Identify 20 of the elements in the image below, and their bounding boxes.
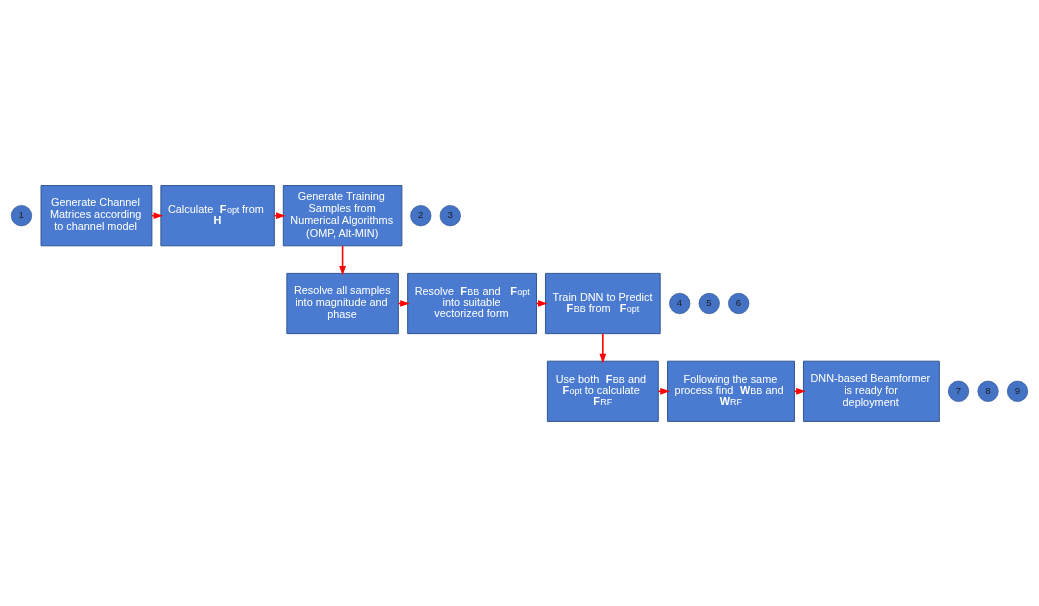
arrow: [599, 332, 607, 363]
node-box: Following the same process find WBB and WRF: [667, 360, 795, 422]
node-box: DNN-based Beamformer is ready for deployment: [802, 360, 940, 422]
node-circle: 7: [947, 380, 970, 402]
node-box: Resolve FBB and Fopt into suitable vectorized form: [407, 272, 537, 334]
node-circle: 8: [977, 380, 999, 402]
node-circle: 6: [728, 292, 750, 314]
arrow: [339, 244, 346, 276]
node-circle: 1: [10, 204, 33, 226]
node-box: Train DNN to Predict FBB from Fopt: [545, 272, 661, 334]
node-circle: 5: [698, 292, 720, 314]
node-circle: 2: [410, 204, 432, 226]
node-circle: 4: [669, 292, 691, 314]
node-circle: 9: [1006, 380, 1029, 402]
node-box: Use both FBB and Fopt to calculate FRF: [546, 360, 659, 422]
node-box: Calculate Fopt from H: [160, 184, 275, 246]
node-box: Generate Training Samples from Numerical Algorithms (OMP, Alt-MIN): [282, 184, 403, 246]
node-circle: 3: [439, 204, 461, 226]
node-box: Generate Channel Matrices according to channel model: [40, 184, 153, 246]
node-box: Resolve all samples into magnitude and phase: [286, 272, 399, 334]
